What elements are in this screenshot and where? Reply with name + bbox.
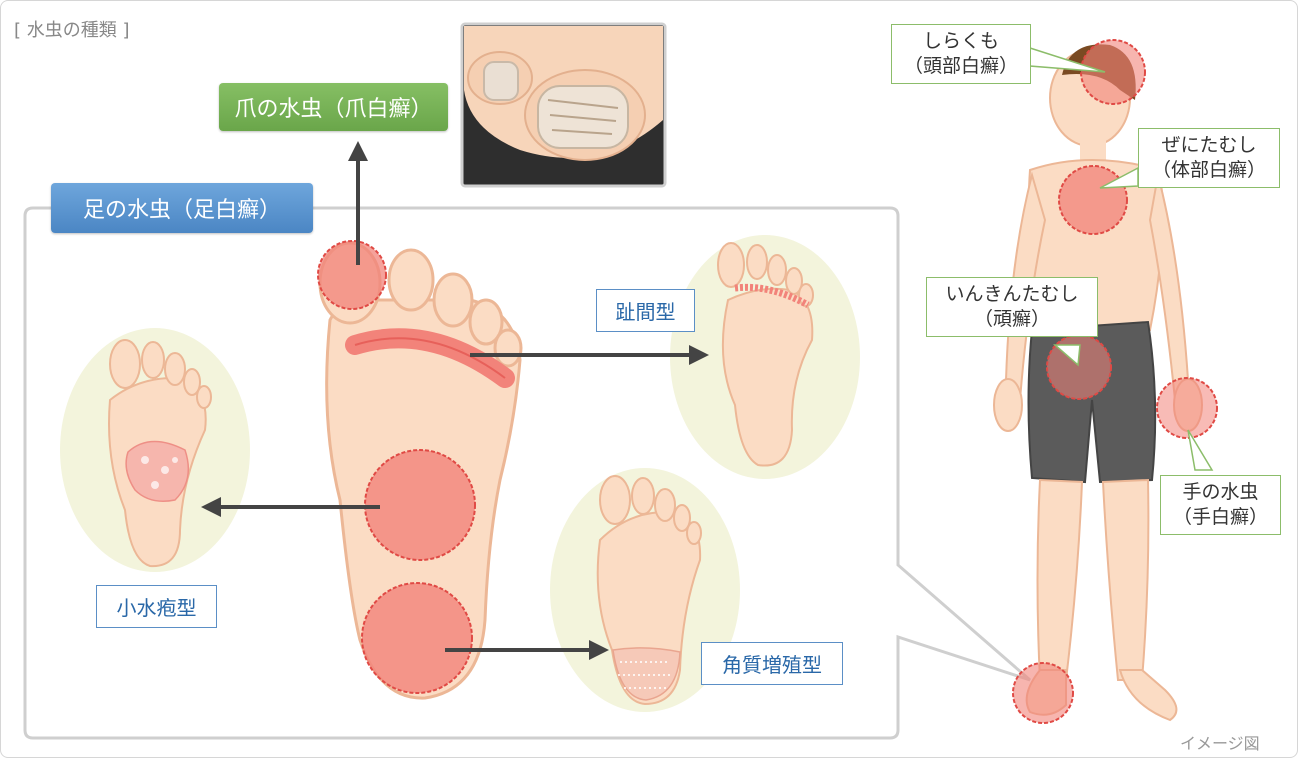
image-caption: イメージ図: [1180, 730, 1260, 754]
foot-fungus-label: 足の水虫（足白癬）: [51, 183, 313, 233]
tinea-capitis-label: しらくも （頭部白癬）: [891, 24, 1031, 84]
nail-photo: [462, 24, 665, 186]
tinea-manuum-name: 手の水虫: [1169, 480, 1272, 505]
tinea-cruris-label: いんきんたむし （頑癬）: [926, 277, 1098, 337]
tinea-corporis-medical: （体部白癬）: [1147, 158, 1271, 183]
tinea-corporis-name: ぜにたむし: [1147, 133, 1271, 158]
tinea-capitis-medical: （頭部白癬）: [900, 54, 1022, 79]
nail-fungus-label: 爪の水虫（爪白癬）: [219, 83, 448, 131]
type-interdigital-label: 趾間型: [596, 289, 695, 332]
tinea-capitis-name: しらくも: [900, 29, 1022, 54]
type-vesicular-label: 小水疱型: [96, 585, 217, 628]
page-title: [ 水虫の種類 ]: [14, 16, 130, 42]
tinea-manuum-medical: （手白癬）: [1169, 505, 1272, 530]
vesicular-foot-illustration: [60, 328, 250, 572]
type-hyperkeratotic-label: 角質増殖型: [701, 642, 843, 685]
tinea-cruris-medical: （頑癬）: [935, 307, 1089, 332]
tinea-corporis-label: ぜにたむし （体部白癬）: [1138, 128, 1280, 188]
tinea-manuum-label: 手の水虫 （手白癬）: [1160, 475, 1281, 535]
tinea-cruris-name: いんきんたむし: [935, 282, 1089, 307]
